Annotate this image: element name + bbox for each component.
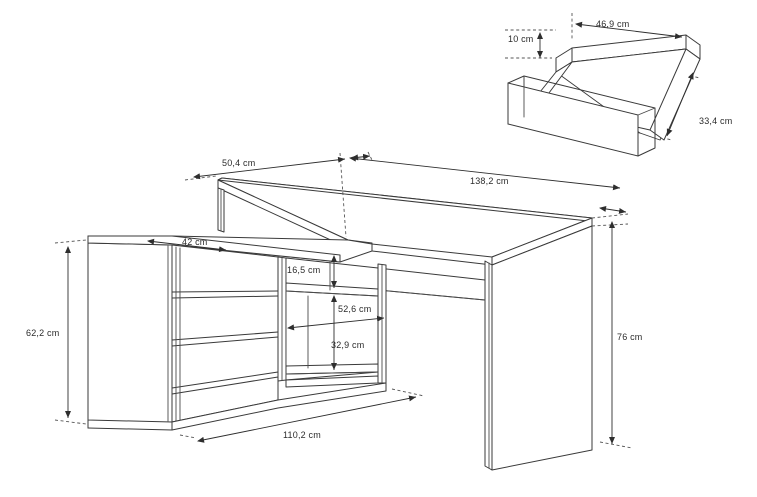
cabinet-width-label: 110,2 cm — [283, 430, 321, 440]
dimension-desk-height: 76 cm — [609, 221, 643, 444]
cabinet-left-side-panel — [87, 242, 173, 423]
drawer-height-label: 10 cm — [508, 34, 534, 44]
lower-shelf-gap-label: 32,9 cm — [331, 340, 364, 350]
drawer-front-panel — [507, 75, 656, 157]
desk-return-depth-label: 50,4 cm — [222, 158, 255, 168]
cabinet-centre-divider — [277, 256, 287, 382]
cabinet-open-width-label: 52,6 cm — [338, 304, 371, 314]
dimension-cabinet-width: 110,2 cm — [197, 395, 417, 443]
cabinet-height-label: 62,2 cm — [26, 328, 59, 338]
cabinet-open-shelves — [285, 257, 379, 388]
drawer-detail-view: 10 cm 46,9 cm 33,4 cm — [505, 13, 732, 157]
drawer-dimension-height: 10 cm — [508, 32, 543, 58]
drawer-dimension-width: 46,9 cm — [575, 19, 683, 40]
desk-back-rail — [377, 267, 486, 301]
drawer-dimension-depth: 33,4 cm — [666, 72, 732, 137]
desk-right-leg-panel — [484, 225, 593, 471]
desk-length-label: 138,2 cm — [470, 176, 509, 186]
dimension-cabinet-height: 62,2 cm — [26, 246, 71, 418]
desk-worktop — [87, 177, 593, 266]
drawer-depth-label: 33,4 cm — [699, 116, 732, 126]
dimension-desk-length: 138,2 cm — [349, 155, 627, 214]
dimension-cabinet-depth: 42 cm — [147, 237, 227, 253]
desk-return-support-post — [217, 187, 225, 233]
desk-assembly-view: 50,4 cm 138,2 cm 42 cm 16,5 cm 52,6 cm 3… — [26, 151, 643, 471]
cabinet-drawer-stack — [171, 244, 279, 423]
dimension-lower-shelf-gap: 32,9 cm — [331, 295, 364, 370]
cabinet-right-panel — [377, 263, 387, 384]
drawer-width-label: 46,9 cm — [596, 19, 629, 29]
dimension-upper-shelf-gap: 16,5 cm — [287, 255, 337, 288]
dimension-desk-return-depth: 50,4 cm — [193, 153, 371, 180]
desk-height-label: 76 cm — [617, 332, 643, 342]
upper-shelf-gap-label: 16,5 cm — [287, 265, 320, 275]
cabinet-depth-label: 42 cm — [182, 237, 208, 247]
